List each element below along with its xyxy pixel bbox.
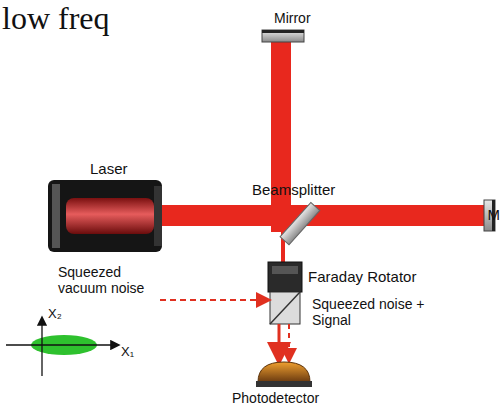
laser-endcap (52, 184, 60, 248)
photodetector-base (256, 381, 312, 387)
part-label: Beamsplitter (252, 181, 335, 198)
squeezed-input (160, 299, 268, 301)
part-label: Faraday Rotator (308, 268, 416, 285)
part-label: Laser (90, 160, 128, 177)
beamsplitter (280, 202, 320, 244)
laser-tube (66, 198, 154, 234)
laser-beam (271, 42, 291, 232)
mirror-coating (262, 30, 304, 33)
faraday-rotator (268, 262, 302, 292)
part-label: Photodetector (232, 390, 319, 406)
laser-body (48, 180, 162, 252)
x2-axis (41, 318, 42, 376)
laser-beam (160, 205, 484, 226)
output-arrow (288, 324, 290, 360)
signal-label: Squeezed vacuum noise (58, 264, 166, 296)
output-arrow (278, 324, 281, 360)
signal-label: Squeezed noise + Signal (312, 296, 432, 328)
part-label: Mirror (274, 10, 311, 26)
mirror (262, 30, 304, 42)
faraday-rotator-band (272, 266, 298, 274)
laser-front (154, 186, 162, 246)
polarizing-cube (270, 292, 300, 324)
x1-axis (6, 344, 118, 345)
photodetector (258, 362, 310, 382)
part-label: M (488, 206, 501, 223)
axis-label: X₂ (48, 306, 62, 321)
axis-label: X₁ (121, 344, 134, 359)
heading-note: low freq (2, 0, 110, 37)
